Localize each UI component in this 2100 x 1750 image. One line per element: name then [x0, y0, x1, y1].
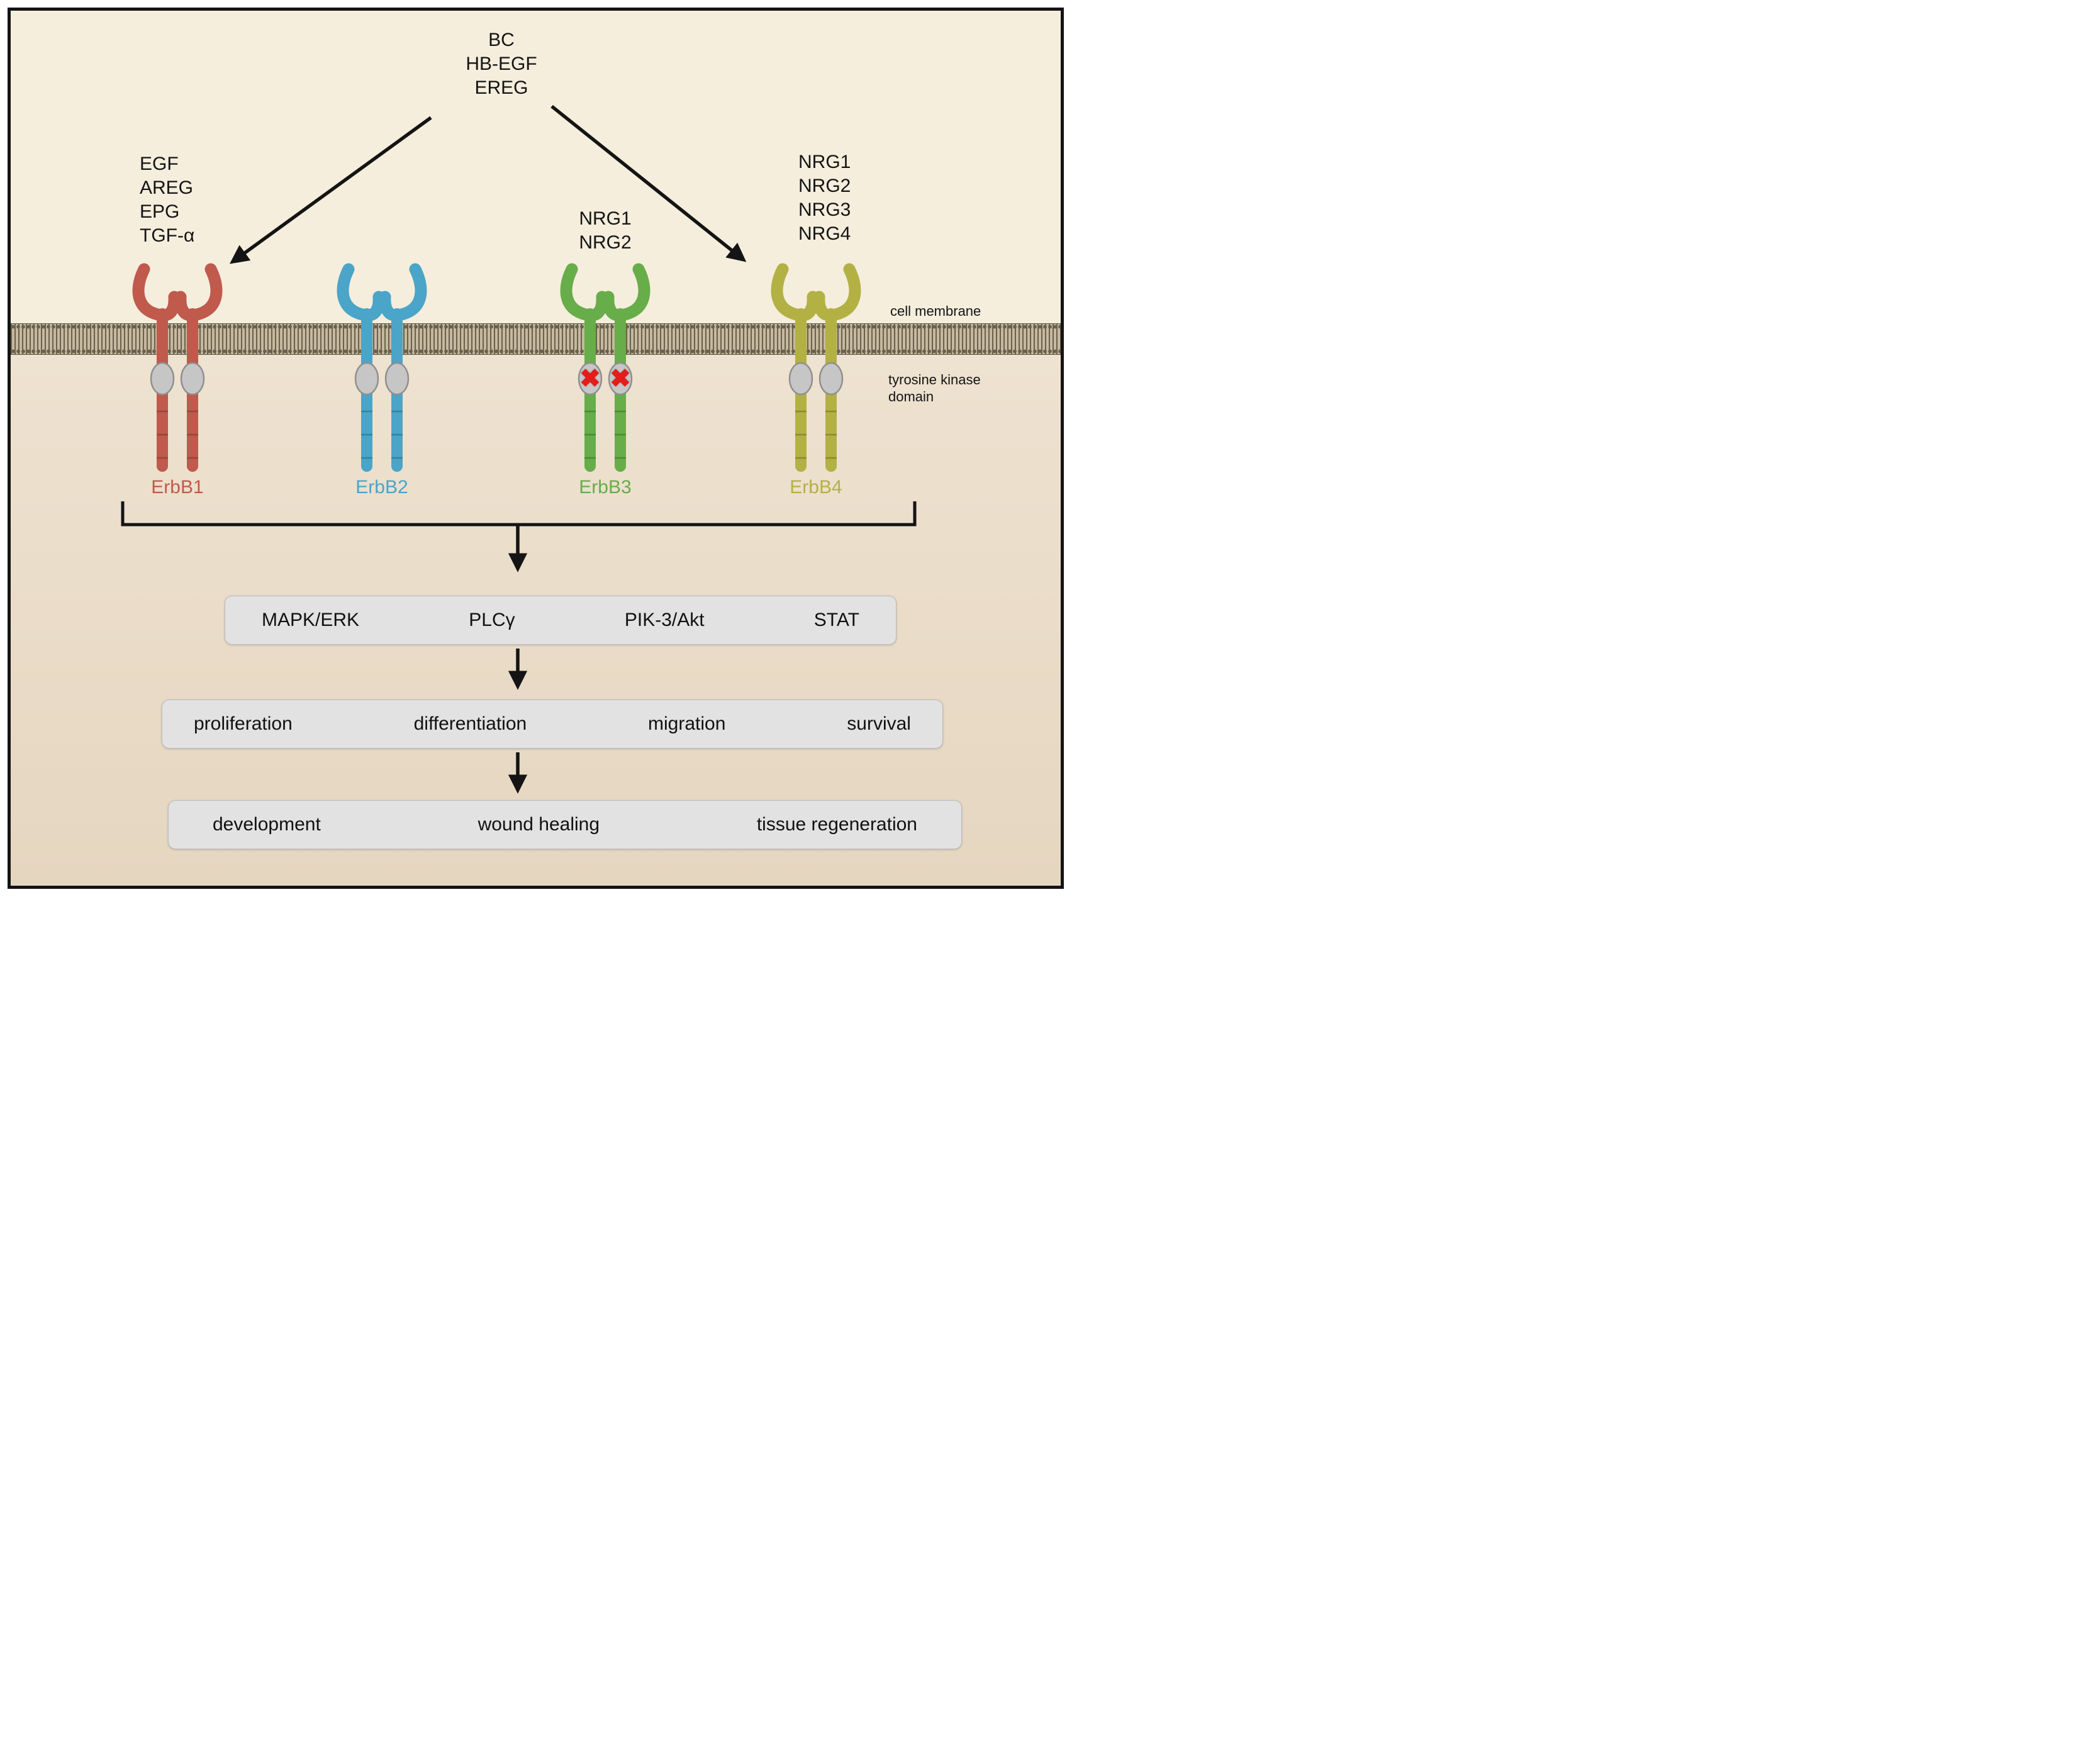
- ligand-list-erbb3: NRG1 NRG2: [558, 207, 652, 255]
- pathway-item: PIK-3/Akt: [624, 610, 705, 630]
- cell-membrane-label: cell membrane: [890, 303, 981, 319]
- outcome-item: differentiation: [413, 713, 527, 734]
- outcomes-box: proliferation differentiation migration …: [162, 699, 943, 749]
- process-item: tissue regeneration: [756, 814, 917, 835]
- ligand-line: EGF: [140, 153, 179, 174]
- ligand-line: NRG2: [798, 176, 851, 196]
- process-item: development: [213, 814, 321, 835]
- outcome-item: migration: [648, 713, 726, 734]
- ligand-line: AREG: [140, 177, 194, 198]
- ligand-list-erbb1: EGF AREG EPG TGF-α: [140, 152, 194, 248]
- pathway-item: PLCγ: [469, 610, 515, 630]
- receptor-label: ErbB1: [151, 477, 204, 498]
- ligand-line: TGF-α: [140, 225, 195, 246]
- tyrosine-kinase-label: tyrosine kinase domain: [888, 372, 981, 404]
- pathways-box: MAPK/ERK PLCγ PIK-3/Akt STAT: [225, 596, 896, 645]
- outcome-item: survival: [847, 713, 911, 734]
- receptor-dimer-shape: [335, 253, 429, 479]
- processes-box: development wound healing tissue regener…: [168, 800, 962, 849]
- ligand-line: EPG: [140, 201, 180, 222]
- pathway-item: STAT: [813, 610, 859, 630]
- ligand-line: HB-EGF: [466, 53, 537, 74]
- ligand-line: NRG1: [798, 152, 851, 172]
- kinase-dead-x-icon: ✖: [579, 365, 601, 393]
- kinase-dead-x-icon: ✖: [610, 365, 631, 393]
- receptor-erbb2: ErbB2: [335, 253, 429, 504]
- receptor-dimer-shape: [130, 253, 225, 479]
- outcome-item: proliferation: [194, 713, 293, 734]
- pathway-item: MAPK/ERK: [262, 610, 360, 630]
- process-item: wound healing: [478, 814, 600, 835]
- receptor-dimer-shape: [558, 253, 652, 479]
- figure: BC HB-EGF EREG EGF AREG EPG TGF-α NRG1 N…: [8, 8, 1064, 889]
- ligand-line: EREG: [474, 77, 528, 98]
- receptor-label: ErbB3: [579, 477, 632, 498]
- ligand-line: NRG4: [798, 223, 851, 244]
- ligand-line: NRG1: [579, 208, 632, 229]
- receptor-dimer-shape: [769, 253, 863, 479]
- ligand-list-erbb4: NRG1 NRG2 NRG3 NRG4: [798, 150, 851, 246]
- receptor-erbb3: ✖ ✖ ErbB3: [558, 253, 652, 504]
- receptor-erbb4: ErbB4: [769, 253, 863, 504]
- ligand-line: BC: [488, 30, 515, 50]
- cell-membrane-band: [11, 323, 1061, 355]
- ligand-line: NRG3: [798, 199, 851, 220]
- ligand-line: NRG2: [579, 232, 632, 253]
- receptor-label: ErbB2: [355, 477, 408, 498]
- receptor-label: ErbB4: [790, 477, 842, 498]
- ligand-list-top: BC HB-EGF EREG: [423, 28, 580, 100]
- arrow-top-ligands-to-erbb1: [229, 116, 432, 264]
- receptor-erbb1: ErbB1: [130, 253, 225, 504]
